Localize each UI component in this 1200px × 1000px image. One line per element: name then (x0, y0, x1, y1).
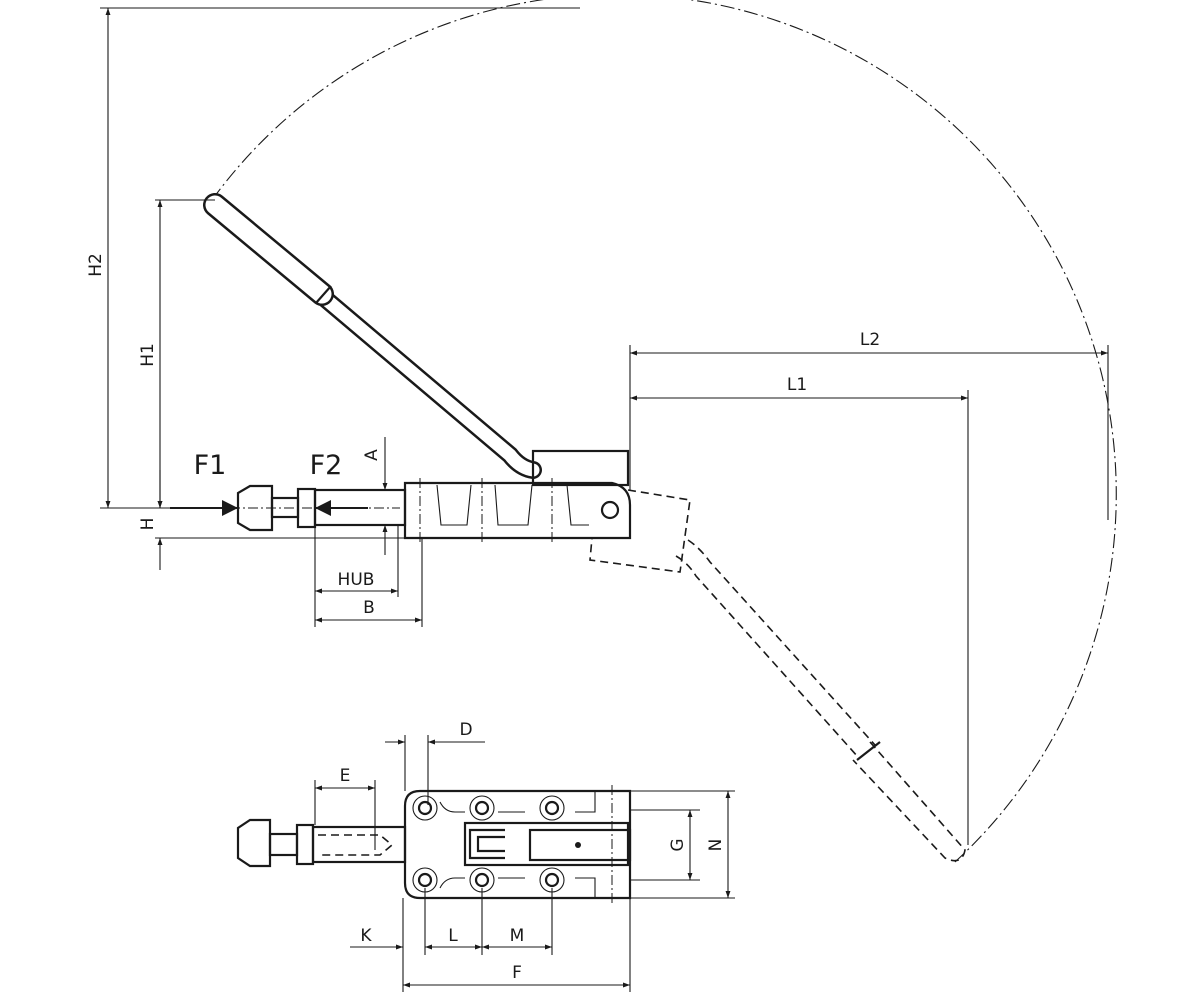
base-plate (403, 789, 632, 900)
clamp-body (403, 481, 632, 540)
dim-label-g: G (668, 838, 688, 851)
dim-label-f: F (512, 963, 522, 983)
plunger-knob-top (236, 818, 272, 868)
plunger-knob (236, 484, 274, 532)
dim-label-k: K (360, 926, 372, 946)
side-view (160, 193, 966, 862)
force-label-f2: F2 (310, 450, 343, 481)
handle-swing-arc (211, 0, 1117, 863)
top-dimensions: D E G N K L M F (314, 720, 735, 992)
dim-label-h2: H2 (86, 253, 106, 277)
top-view (236, 785, 632, 905)
dim-label-d: D (459, 720, 472, 740)
dim-label-l: L (448, 926, 458, 946)
dim-label-hub: HUB (338, 570, 375, 590)
handle-closed (203, 193, 542, 479)
dim-label-h1: H1 (138, 343, 158, 367)
mounting-holes (412, 795, 565, 893)
dim-label-b: B (363, 598, 375, 618)
force-label-f1: F1 (194, 450, 227, 481)
dim-label-n: N (706, 839, 726, 852)
handle-open (589, 489, 966, 862)
dim-label-l2: L2 (860, 330, 880, 350)
dim-label-e: E (340, 766, 351, 786)
dim-label-m: M (510, 926, 525, 946)
dim-label-a: A (362, 449, 382, 461)
side-dimensions: H2 H1 H L2 L1 F1 F2 A HUB B (86, 7, 1109, 845)
dim-label-h: H (138, 518, 158, 531)
dim-label-l1: L1 (787, 375, 807, 395)
